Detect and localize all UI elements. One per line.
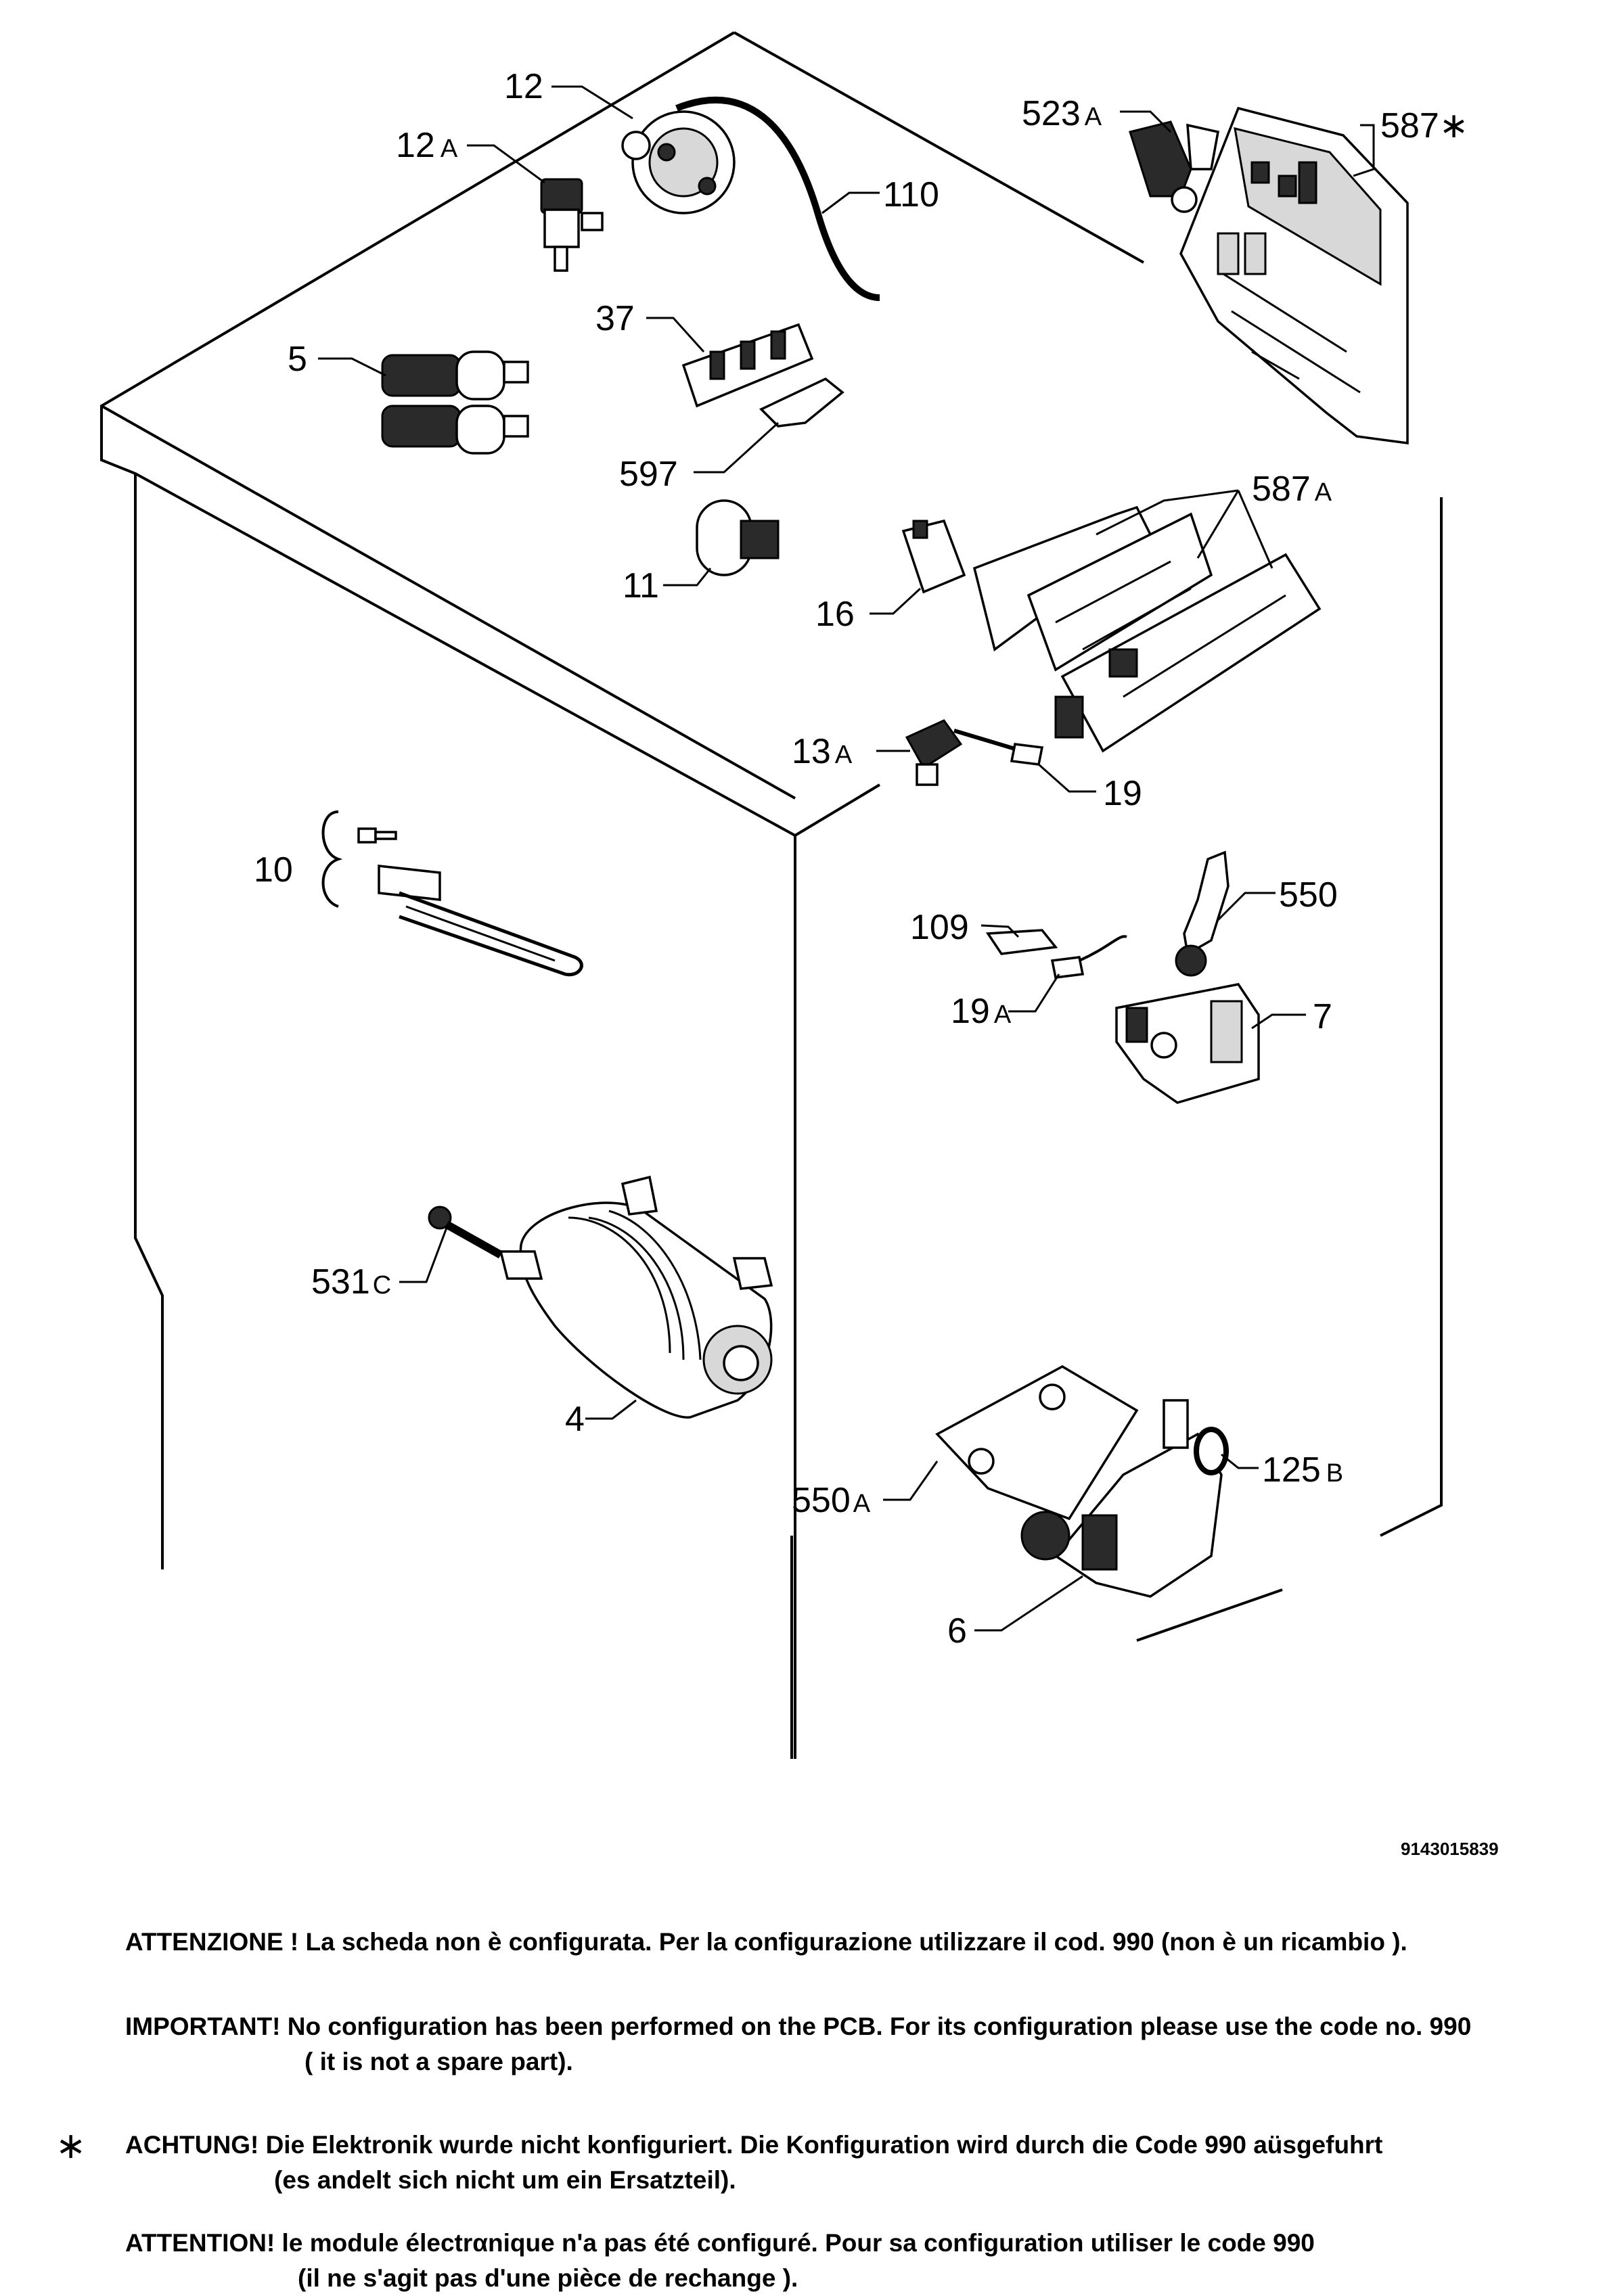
label-12a-number: 12	[396, 126, 435, 165]
label-10: 10	[254, 850, 293, 890]
part-12-pressure-switch	[621, 96, 880, 301]
part-531c-bolt	[428, 1206, 503, 1259]
configuration-notes: ATTENZIONE ! La scheda non è configurata…	[0, 1894, 1624, 2295]
cabinet-outline	[100, 31, 1443, 1759]
part-10-heater	[321, 810, 583, 977]
label-125b-suffix: B	[1326, 1459, 1343, 1488]
part-587a-panel-boards	[972, 505, 1322, 753]
part-4-motor	[499, 1175, 773, 1419]
note-english-line1: IMPORTANT! No configuration has been per…	[125, 2013, 1472, 2040]
note-english-line2: ( it is not a spare part).	[304, 2048, 573, 2075]
label-531c-suffix: C	[373, 1271, 391, 1300]
part-12a-sensor	[540, 178, 604, 272]
note-french-line1: ATTENTION! le module électrαnique n'a pa…	[125, 2229, 1315, 2257]
part-7-door-lock	[1115, 983, 1260, 1104]
label-11: 11	[623, 566, 659, 605]
label-19a-suffix: A	[994, 1001, 1012, 1029]
part-587-main-pcb	[1179, 106, 1409, 444]
part-19a-sensor	[1050, 935, 1127, 979]
part-550-lever	[1175, 850, 1230, 977]
note-german-line1: ACHTUNG! Die Elektronik wurde nicht konf…	[125, 2131, 1383, 2159]
label-587a-suffix: A	[1315, 478, 1332, 507]
label-109: 109	[910, 908, 969, 947]
label-12a-suffix: A	[441, 135, 458, 163]
part-37-terminal-block	[681, 323, 814, 408]
note-french: ATTENTION! le module électrαnique n'a pa…	[125, 2226, 1315, 2296]
part-11-capacitor	[696, 499, 780, 576]
part-5-valve	[381, 350, 529, 455]
part-523a-connector	[1129, 120, 1220, 213]
label-4: 4	[565, 1400, 585, 1439]
label-550: 550	[1279, 875, 1338, 915]
label-550a-number: 550	[792, 1481, 851, 1520]
label-6: 6	[947, 1611, 967, 1651]
label-110: 110	[883, 175, 939, 214]
label-7: 7	[1313, 997, 1332, 1036]
label-19: 19	[1103, 774, 1142, 813]
label-12: 12	[504, 67, 543, 106]
note-german: ACHTUNG! Die Elektronik wurde nicht konf…	[125, 2128, 1382, 2198]
leader-lines	[318, 85, 1375, 1632]
label-13a-suffix: A	[835, 741, 853, 769]
label-37: 37	[595, 299, 635, 338]
note-asterisk-mark: ∗	[55, 2126, 87, 2166]
document-code: 9143015839	[1401, 1839, 1499, 1859]
label-16: 16	[815, 595, 855, 634]
label-523a-number: 523	[1022, 94, 1081, 133]
label-597: 597	[619, 455, 678, 494]
note-french-line2: (il ne s'agit pas d'une pièce de rechang…	[298, 2264, 798, 2292]
part-16-switch	[901, 519, 966, 594]
label-13a-number: 13	[792, 732, 831, 771]
label-5: 5	[288, 340, 307, 379]
note-italian: ATTENZIONE ! La scheda non è configurata…	[125, 1928, 1407, 1956]
part-550a-pad	[935, 1364, 1139, 1521]
part-597-bracket	[759, 377, 844, 428]
note-german-line2: (es andelt sich nicht um ein Ersatzteil)…	[274, 2166, 736, 2194]
label-19a-number: 19	[951, 992, 990, 1031]
label-523a-suffix: A	[1085, 103, 1102, 131]
label-587: 587∗	[1380, 106, 1468, 145]
label-125b-number: 125	[1262, 1450, 1321, 1490]
label-550a-suffix: A	[853, 1490, 871, 1518]
part-19-sensor	[953, 729, 1044, 766]
part-109-cover	[985, 929, 1058, 955]
part-125b-gasket	[1194, 1427, 1229, 1475]
note-english: IMPORTANT! No configuration has been per…	[125, 2009, 1471, 2080]
label-587a-number: 587	[1252, 469, 1311, 509]
part-13a-plug	[905, 719, 963, 786]
label-531c-number: 531	[311, 1262, 370, 1302]
